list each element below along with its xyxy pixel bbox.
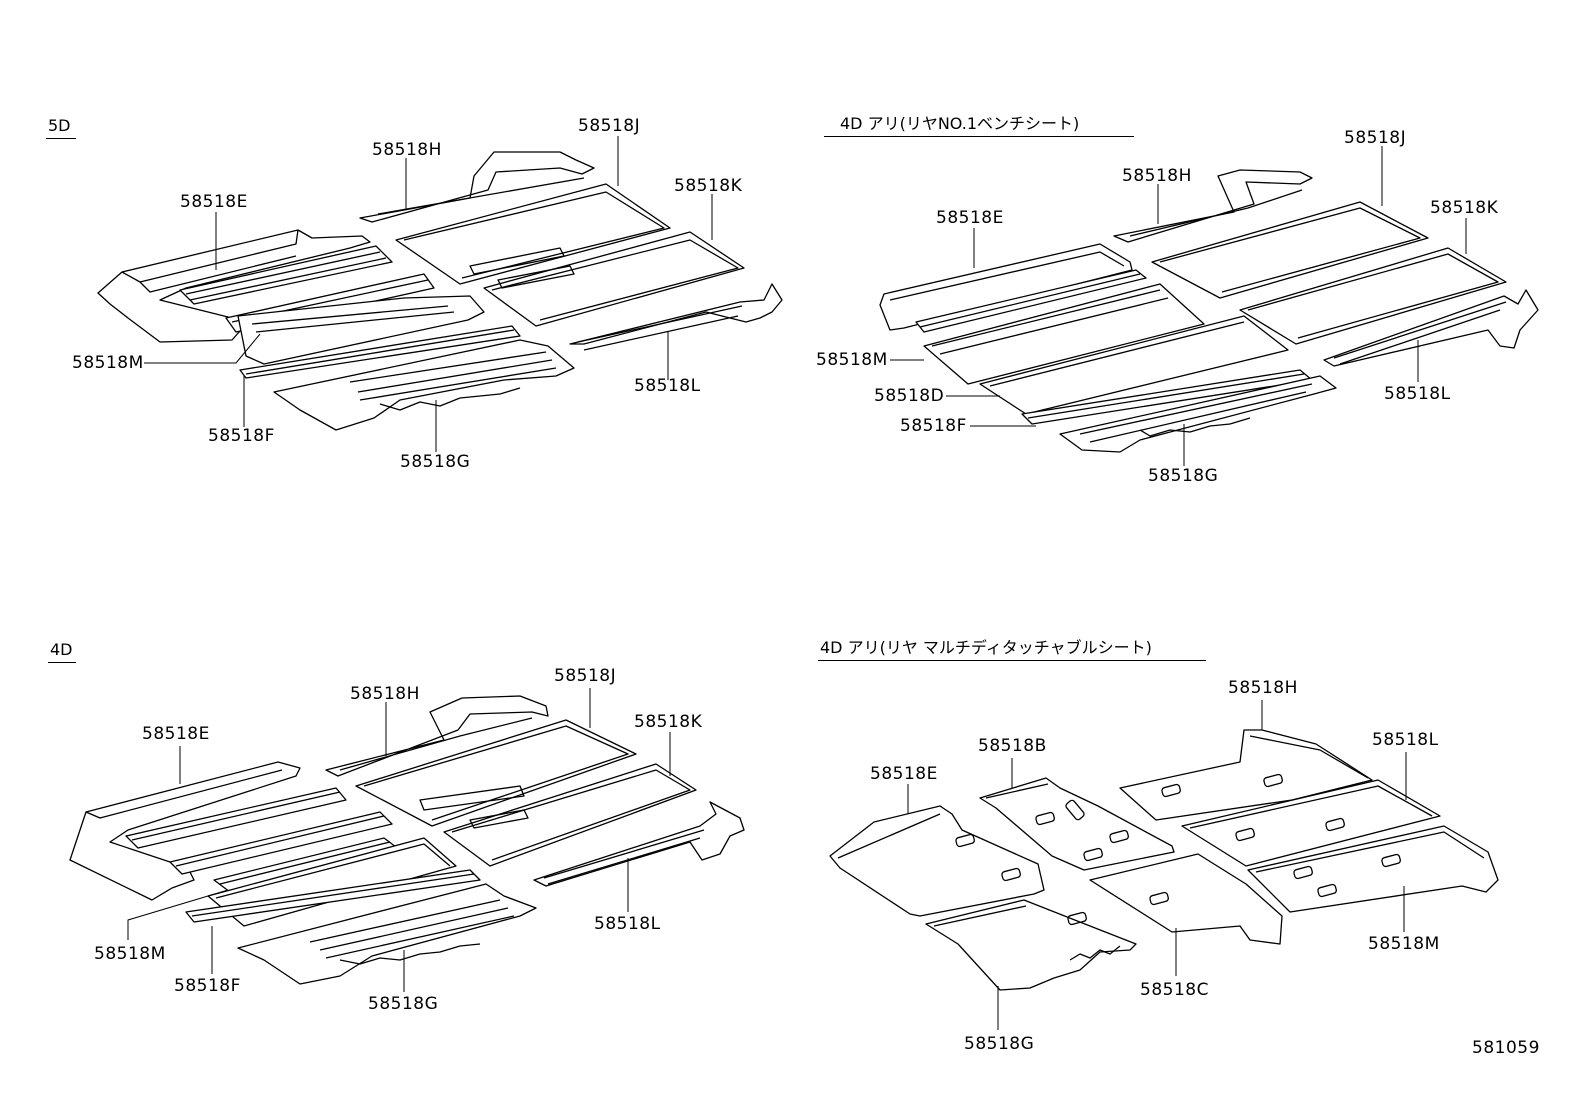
callout-label: 58518J [1344, 128, 1407, 148]
callout-label: 58518D [874, 386, 945, 406]
callout-label: 58518H [1228, 678, 1298, 698]
callout-label: 58518K [674, 176, 743, 196]
section-title-4d-bench: 4D アリ(リヤNO.1ベンチシート) [840, 114, 1080, 133]
section-title-underline [824, 136, 1134, 137]
callout-leader-lines [127, 136, 1467, 1030]
callout-label: 58518L [1384, 384, 1451, 404]
section-5d-drawing [97, 151, 783, 431]
callout-label: 58518G [964, 1034, 1035, 1054]
callout-label: 58518H [350, 684, 420, 704]
callout-label: 58518J [554, 666, 617, 686]
callout-label: 58518M [1368, 934, 1440, 954]
callout-label: 58518H [1122, 166, 1192, 186]
section-title-underline [46, 138, 76, 139]
callout-label: 58518M [72, 353, 144, 373]
section-title-underline [818, 660, 1206, 661]
callout-label: 58518B [978, 736, 1047, 756]
callout-label: 58518F [900, 416, 967, 436]
callout-label: 58518E [936, 208, 1004, 228]
callout-label: 58518L [1372, 730, 1439, 750]
callout-label: 58518G [400, 452, 471, 472]
callout-label: 58518G [368, 994, 439, 1014]
callout-label: 58518L [594, 914, 661, 934]
callout-label: 58518J [578, 116, 641, 136]
section-title-4d-multi: 4D アリ(リヤ マルチディタッチャブルシート) [820, 638, 1152, 657]
callout-label: 58518M [816, 350, 888, 370]
callout-label: 58518E [142, 724, 210, 744]
callout-label: 58518G [1148, 466, 1219, 486]
section-title-5d: 5D [48, 116, 71, 135]
section-4d-drawing [69, 695, 745, 985]
callout-label: 58518E [180, 192, 248, 212]
figure-number: 581059 [1472, 1038, 1540, 1058]
section-4d-multi-drawing [829, 729, 1499, 991]
callout-label: 58518K [634, 712, 703, 732]
callout-label: 58518M [94, 944, 166, 964]
callout-label: 58518L [634, 376, 701, 396]
callout-label: 58518H [372, 140, 442, 160]
callout-label: 58518C [1140, 980, 1209, 1000]
section-4d-bench-drawing [879, 169, 1539, 453]
callout-label: 58518E [870, 764, 938, 784]
section-title-4d: 4D [50, 640, 73, 659]
callout-label: 58518K [1430, 198, 1499, 218]
callout-label: 58518F [208, 426, 275, 446]
section-title-underline [48, 662, 76, 663]
callout-label: 58518F [174, 976, 241, 996]
